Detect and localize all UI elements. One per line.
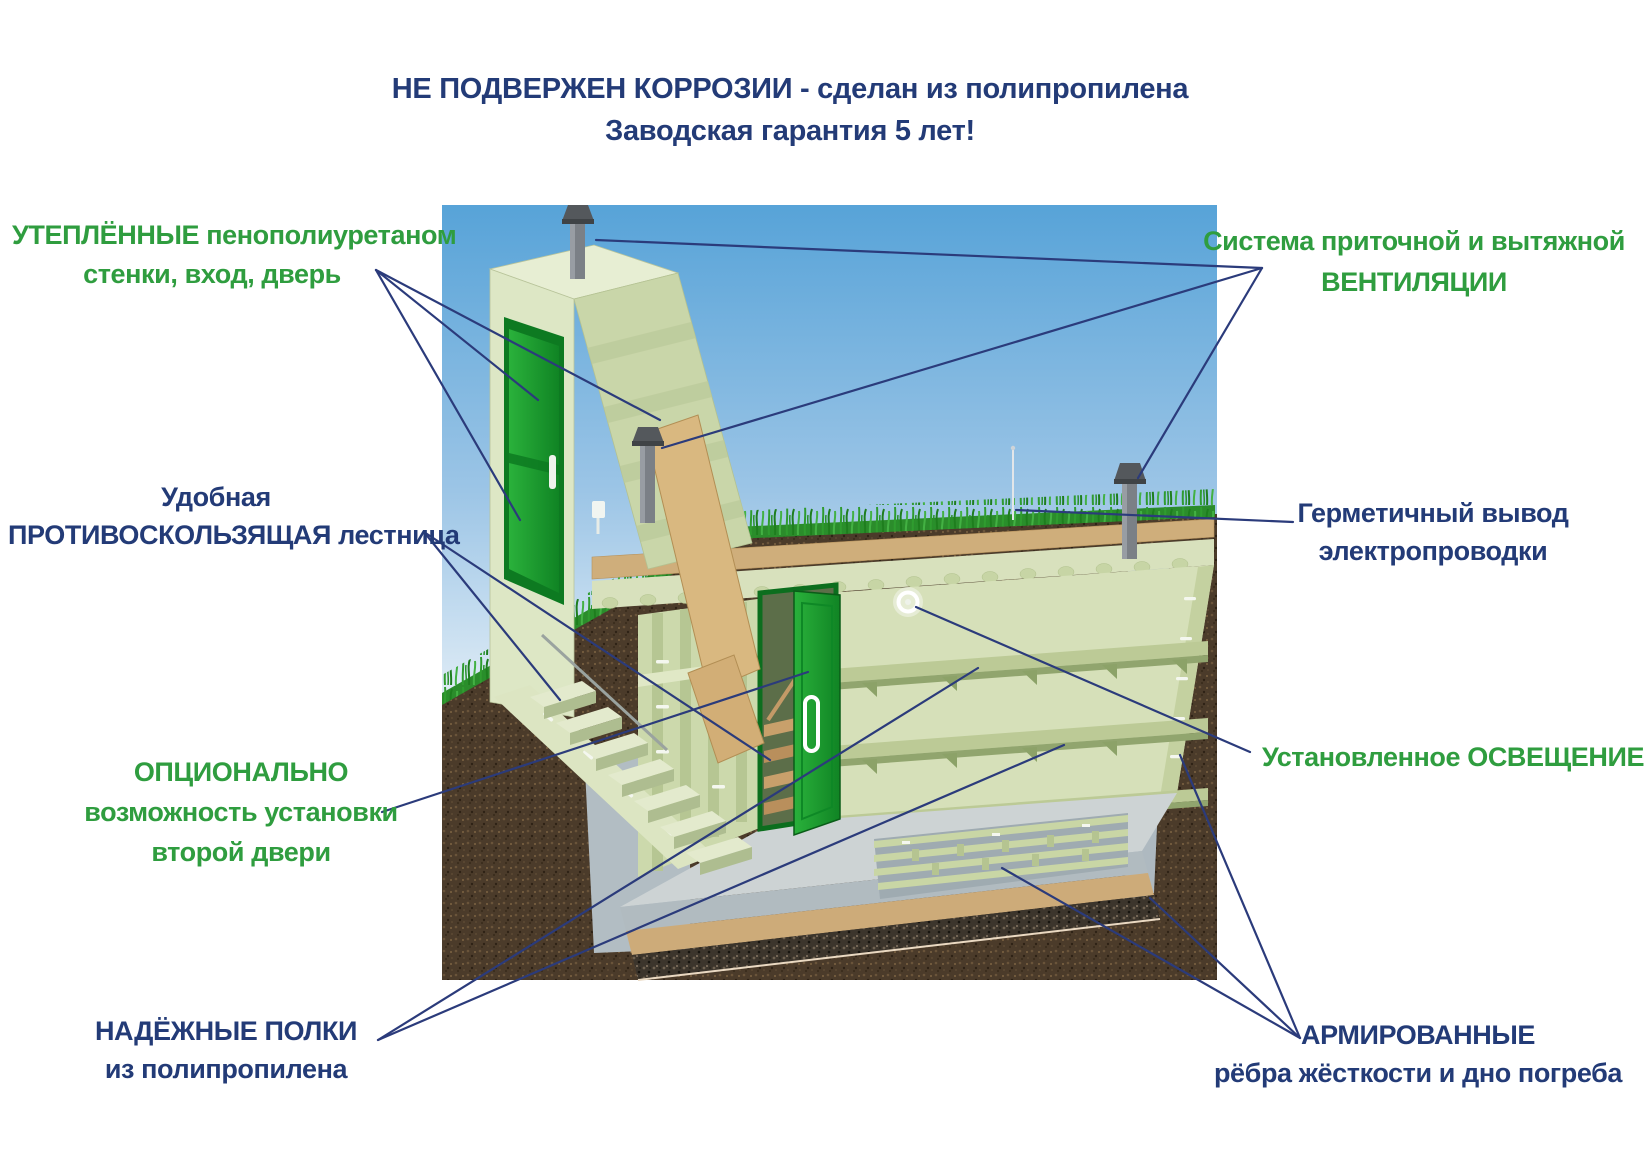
callout-ventilation-line1: Система приточной и вытяжной: [1203, 226, 1625, 256]
line-insulated-door: [374, 268, 540, 402]
callout-lighting: Установленное ОСВЕЩЕНИЕ: [1262, 738, 1645, 776]
callout-electrical: Герметичный вывод электропроводки: [1232, 494, 1634, 570]
callout-electrical-line1: Герметичный вывод: [1297, 498, 1569, 528]
line-stairs-indoor: [422, 530, 772, 762]
upper-door: [504, 317, 564, 605]
electric-wire: [1010, 445, 1016, 520]
line-stairs-outdoor: [422, 530, 562, 702]
callout-ventilation: Система приточной и вытяжной ВЕНТИЛЯЦИИ: [1185, 221, 1643, 303]
outdoor-stairs: [494, 681, 752, 875]
line-ribs-slab: [1148, 896, 1302, 1040]
callout-optional-line2: возможность установки: [84, 797, 398, 827]
line-insulated-hatch: [374, 268, 662, 422]
callout-ribs-line2: рёбра жёсткости и дно погреба: [1213, 1058, 1623, 1088]
callout-lines: [374, 238, 1302, 1042]
stair-stringer: [645, 414, 761, 692]
callout-shelves-line1: НАДЁЖНЫЕ ПОЛКИ: [94, 1016, 358, 1046]
callout-lighting-line1: Установленное ОСВЕЩЕНИЕ: [1262, 742, 1645, 772]
callout-ribs: АРМИРОВАННЫЕ рёбра жёсткости и дно погре…: [1190, 1016, 1646, 1092]
sand-backfill: [591, 518, 1215, 580]
callout-shelves: НАДЁЖНЫЕ ПОЛКИ из полипропилена: [58, 1012, 394, 1088]
wall-shovel: [592, 501, 605, 534]
callout-optional: ОПЦИОНАЛЬНО возможность установки второй…: [65, 752, 417, 872]
line-lighting: [914, 605, 1252, 754]
handrail: [540, 633, 669, 752]
callout-stairs-line2: ПРОТИВОСКОЛЬЗЯЩАЯ лестница: [8, 520, 460, 550]
callout-ventilation-line2: ВЕНТИЛЯЦИИ: [1321, 267, 1507, 297]
lower-door: [757, 582, 841, 837]
page-title-line2: Заводская гарантия 5 лет!: [605, 115, 975, 147]
page-title-line1: НЕ ПОДВЕРЖЕН КОРРОЗИИ - сделан из полипр…: [391, 73, 1189, 105]
floor-ribs-platform: [874, 813, 1128, 899]
callout-insulated-line2: стенки, вход, дверь: [83, 259, 341, 289]
callout-ribs-line1: АРМИРОВАННЫЕ: [1301, 1020, 1535, 1050]
vent-pipe-top: [562, 205, 594, 279]
upper-door-handle: [549, 455, 556, 489]
line-ribs-floor: [1000, 866, 1302, 1040]
callout-electrical-line2: электропроводки: [1318, 536, 1548, 566]
line-ribs-wall: [1178, 753, 1302, 1040]
callout-stairs: Удобная ПРОТИВОСКОЛЬЗЯЩАЯ лестница: [8, 478, 460, 554]
callout-insulated-line1: УТЕПЛЁННЫЕ пенополиуретаном: [12, 220, 457, 250]
line-shelves-2: [376, 743, 1066, 1042]
line-electrical: [1014, 508, 1295, 524]
lower-door-handle: [803, 695, 820, 753]
cellar-cutaway-illustration: [442, 205, 1217, 981]
vent-pipe-middle: [632, 427, 664, 523]
callout-optional-line3: второй двери: [151, 837, 331, 867]
wall-pins-right: [1170, 597, 1196, 759]
stair-stringer-low: [687, 654, 765, 764]
callout-optional-line1: ОПЦИОНАЛЬНО: [133, 757, 349, 787]
callout-insulated: УТЕПЛЁННЫЕ пенополиуретаном стенки, вход…: [12, 216, 457, 294]
line-shelves-1: [376, 666, 980, 1042]
line-vent-middle: [660, 266, 1264, 450]
line-vent-top: [594, 238, 1264, 270]
light-fixture: [893, 587, 923, 617]
line-vent-right: [1136, 266, 1264, 480]
line-optional-door: [380, 670, 810, 814]
callout-shelves-line2: из полипропилена: [104, 1054, 348, 1084]
callout-stairs-line1: Удобная: [161, 482, 271, 512]
line-insulated-wall: [374, 268, 522, 522]
